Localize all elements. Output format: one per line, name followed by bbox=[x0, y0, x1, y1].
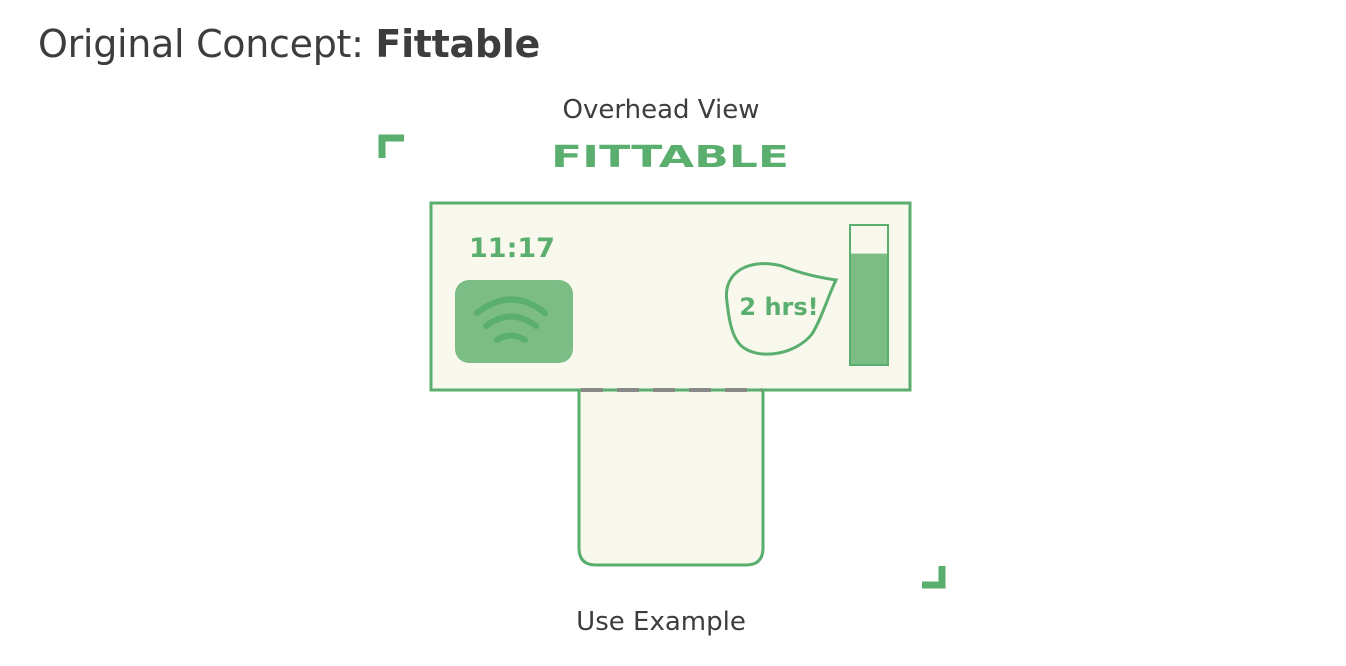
crop-mark-bottom-right bbox=[922, 566, 946, 589]
use-example-caption: Use Example bbox=[576, 607, 746, 637]
desk-clock: 11:17 bbox=[469, 233, 555, 264]
fittable-logo: FITTABLE bbox=[551, 140, 789, 175]
overhead-view-caption: Overhead View bbox=[562, 95, 760, 125]
page-title: Original Concept: Fittable bbox=[38, 18, 540, 70]
wifi-panel bbox=[455, 280, 573, 363]
crop-mark-top-left bbox=[378, 134, 404, 158]
title-prefix: Original Concept: bbox=[38, 22, 376, 66]
wifi-icon bbox=[474, 296, 548, 343]
desk-extension bbox=[577, 389, 765, 567]
level-gauge-fill bbox=[851, 253, 887, 364]
speech-bubble bbox=[725, 262, 839, 356]
title-name: Fittable bbox=[375, 22, 540, 66]
speech-bubble-text: 2 hrs! bbox=[739, 293, 818, 321]
